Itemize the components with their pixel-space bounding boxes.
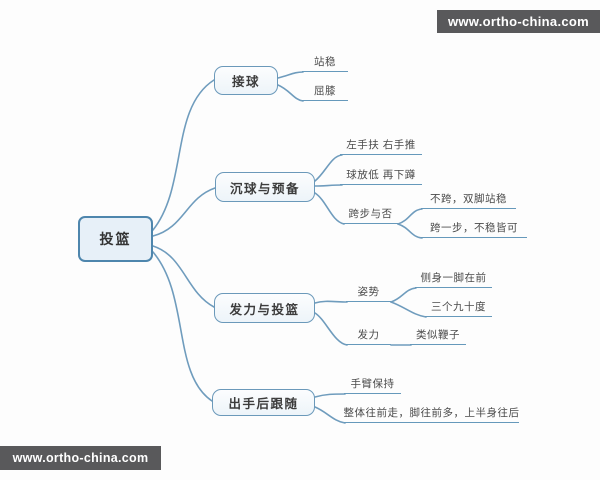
leaf-bend-knees: 屈膝 [302,84,348,101]
connector-b3-posture [314,300,348,304]
connector-b2-leaf1 [314,154,343,182]
branch-node-catch-ball: 接球 [214,66,278,95]
connector-b2-leaf2 [314,184,343,187]
leaf-body-forward-upper-back: 整体往前走，脚往前多，上半身往后 [344,406,519,423]
leaf-three-ninety-degrees: 三个九十度 [425,300,492,317]
subtopic-power: 发力 [346,328,391,345]
connector-b4-leaf1 [314,393,346,398]
connector-b1-leaf1 [277,71,304,79]
leaf-like-a-whip: 类似鞭子 [410,328,466,345]
connector-b3-power [314,312,348,346]
leaf-stand-firm: 站稳 [302,55,348,72]
connector-root-branch1 [152,79,215,231]
leaf-left-hand-right-hand: 左手扶 右手推 [340,138,422,155]
connector-root-branch3 [152,245,215,308]
connector-posture-leaf1 [390,287,417,303]
root-node-shooting: 投篮 [78,216,153,262]
connector-b2-subtopic [314,192,345,225]
leaf-lower-ball-then-squat: 球放低 再下蹲 [340,168,422,185]
watermark-top-right: www.ortho-china.com [437,10,600,33]
leaf-no-step-stand-firm: 不跨，双脚站稳 [421,192,516,209]
leaf-keep-arm: 手臂保持 [344,377,401,394]
watermark-bottom-left: www.ortho-china.com [0,446,161,470]
connector-b1-leaf2 [277,84,304,102]
connector-b4-leaf2 [314,406,346,424]
branch-node-follow-through: 出手后跟随 [212,389,315,416]
connector-root-branch2 [152,187,216,237]
branch-node-dip-and-prepare: 沉球与预备 [215,172,315,202]
branch-node-power-and-shoot: 发力与投篮 [214,293,315,323]
subtopic-posture: 姿势 [346,285,391,302]
connector-sub-leaf2 [397,223,423,239]
leaf-side-body-foot-forward: 侧身一脚在前 [415,271,492,288]
connector-posture-leaf2 [390,301,427,318]
connector-root-branch4 [152,251,213,402]
leaf-one-step-ok: 跨一步，不稳皆可 [421,221,527,238]
connector-sub-leaf1 [397,208,423,225]
subtopic-step-or-not: 跨步与否 [343,207,398,224]
